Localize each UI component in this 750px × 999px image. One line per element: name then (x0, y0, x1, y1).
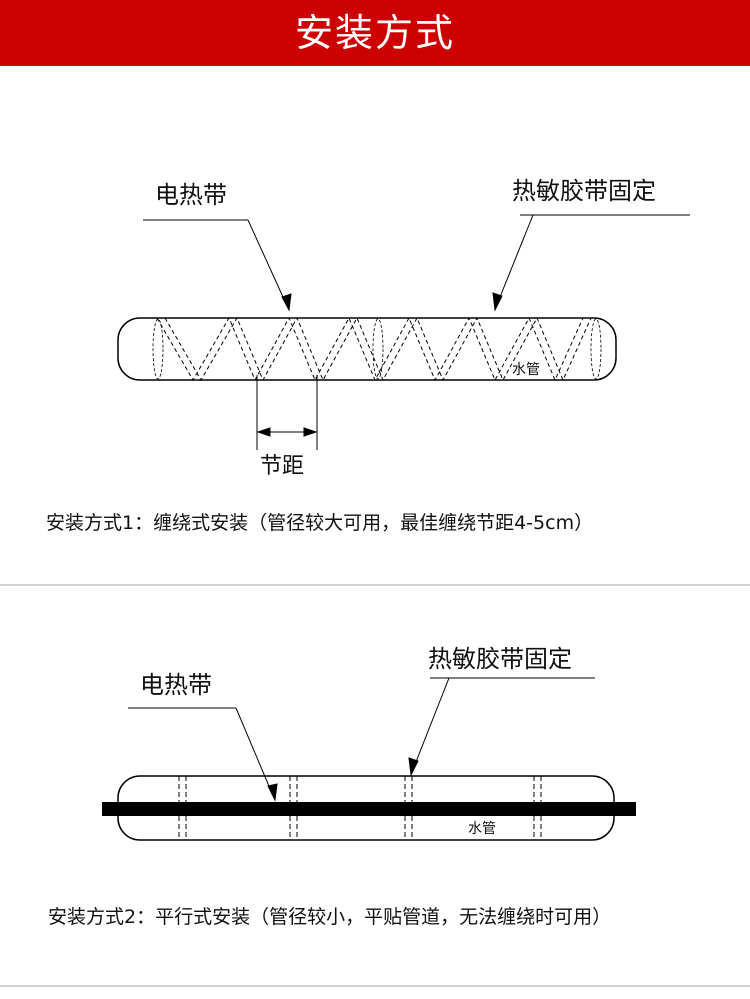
label-water-pipe-2: 水管 (468, 821, 496, 837)
bottom-divider (0, 985, 750, 987)
label-pitch: 节距 (260, 454, 305, 479)
pitch-dimension (256, 375, 318, 450)
diagram-parallel-installation: 电热带 热敏胶带固定 水管 安装方式2：平行式安装（管径较小，平贴管道，无法缠绕… (0, 586, 750, 981)
water-pipe (117, 317, 617, 381)
leader-tape (492, 214, 690, 312)
label-heat-tape-2: 热敏胶带固定 (428, 645, 572, 673)
heating-cable-spiral (156, 316, 592, 382)
pipe-end-right (590, 318, 602, 380)
pipe-section-mid (372, 318, 384, 380)
caption-method-2: 安装方式2：平行式安装（管径较小，平贴管道，无法缠绕时可用） (48, 906, 612, 928)
leader-heating-cable (143, 219, 292, 312)
heating-cable-bar (102, 802, 636, 816)
label-heat-tape: 热敏胶带固定 (512, 177, 656, 205)
label-heating-cable: 电热带 (155, 181, 227, 209)
leader-tape-2 (408, 677, 595, 777)
pipe-end-left (152, 318, 164, 380)
caption-method-1: 安装方式1：缠绕式安装（管径较大可用，最佳缠绕节距4-5cm） (46, 512, 594, 534)
label-water-pipe: 水管 (512, 362, 540, 378)
spiral-diagram-svg (117, 214, 690, 450)
label-heating-cable-2: 电热带 (140, 671, 212, 699)
leader-heating-cable-2 (128, 707, 278, 802)
section-divider (0, 584, 750, 586)
parallel-diagram-svg (102, 677, 636, 841)
page-title: 安装方式 (294, 11, 455, 55)
diagram-spiral-installation: 电热带 热敏胶带固定 水管 节距 安装方式1：缠绕式安装（管径较大可用，最佳缠绕… (46, 177, 690, 534)
header-banner: 安装方式 (0, 0, 750, 66)
